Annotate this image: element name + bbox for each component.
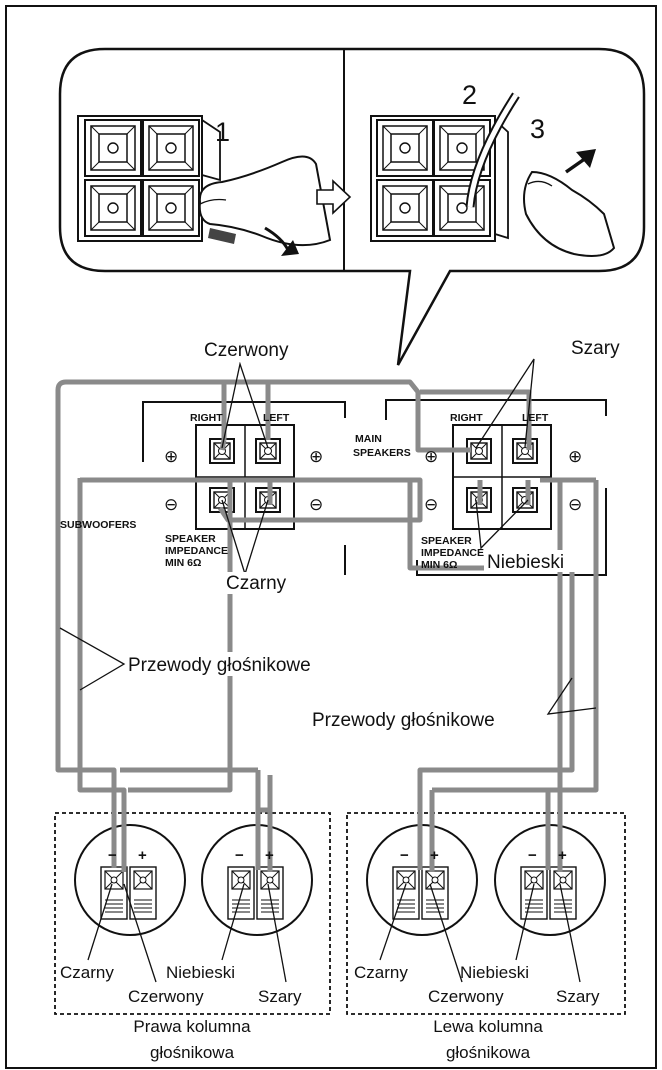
sub-right-label: RIGHT — [190, 412, 223, 424]
sub-impedance-line3: MIN 6Ω — [165, 557, 201, 569]
wire-left-black — [407, 480, 575, 870]
ls-label-black: Czarny — [354, 963, 408, 982]
left-speaker-caption-2: głośnikowa — [446, 1043, 531, 1062]
ls-tweeter-minus: − — [528, 847, 537, 864]
rs-tweeter-plus: + — [265, 847, 274, 864]
main-label-line1: MAIN — [355, 433, 382, 445]
main-plus-right-icon: ⊕ — [424, 447, 438, 467]
step1-number: 1 — [215, 117, 230, 147]
rs-woofer-plus: + — [138, 847, 147, 864]
step2-number: 2 — [462, 80, 477, 110]
wire-right-red — [77, 478, 127, 872]
callout-lines — [59, 358, 597, 983]
subwoofers-label: SUBWOOFERS — [60, 519, 136, 531]
speaker-wires — [55, 379, 599, 872]
sub-impedance-line1: SPEAKER — [165, 533, 216, 545]
left-speaker-box — [346, 812, 626, 1015]
sub-left-label: LEFT — [263, 412, 290, 424]
wire-main-grey-loop — [66, 379, 471, 453]
ls-label-blue: Niebieski — [460, 963, 529, 982]
main-impedance-line1: SPEAKER — [421, 535, 472, 547]
sub-impedance-line2: IMPEDANCE — [165, 545, 228, 557]
rs-woofer-minus: − — [108, 847, 117, 864]
main-impedance-line3: MIN 6Ω — [421, 559, 457, 571]
label-grey-top: Szary — [571, 338, 620, 359]
sub-minus-right-icon: ⊖ — [164, 495, 178, 515]
ls-woofer-minus: − — [400, 847, 409, 864]
left-speaker-caption-1: Lewa kolumna — [433, 1017, 543, 1036]
main-minus-left-icon: ⊖ — [568, 495, 582, 515]
rear-panel — [142, 399, 607, 576]
ls-label-red: Czerwony — [428, 987, 504, 1006]
right-speaker-box — [54, 812, 331, 1015]
step3-finger-icon — [523, 170, 616, 257]
step3-arrowhead-icon — [576, 149, 596, 168]
label-wires-right: Przewody głośnikowe — [312, 710, 495, 731]
step1-finger-icon — [198, 155, 332, 247]
main-impedance-line2: IMPEDANCE — [421, 547, 484, 559]
step1-terminal-block — [77, 115, 221, 242]
rs-label-grey: Szary — [258, 987, 302, 1006]
step3-number: 3 — [530, 114, 545, 144]
right-speaker-caption-1: Prawa kolumna — [133, 1017, 251, 1036]
rs-tweeter-minus: − — [235, 847, 244, 864]
label-blue-mid: Niebieski — [487, 552, 564, 573]
label-wires-left: Przewody głośnikowe — [128, 655, 311, 676]
sub-minus-left-icon: ⊖ — [309, 495, 323, 515]
wire-sub-black — [80, 477, 423, 523]
main-minus-right-icon: ⊖ — [424, 495, 438, 515]
step3-arrow-icon — [564, 156, 588, 174]
step1-arrow-icon — [264, 226, 290, 251]
rs-label-blue: Niebieski — [166, 963, 235, 982]
rs-label-black: Czarny — [60, 963, 114, 982]
ls-label-grey: Szary — [556, 987, 600, 1006]
main-label-line2: SPEAKERS — [353, 447, 411, 459]
step2-terminal-block — [370, 115, 509, 242]
sub-plus-left-icon: ⊕ — [309, 447, 323, 467]
right-speaker-caption-2: głośnikowa — [150, 1043, 235, 1062]
outer-frame — [5, 5, 657, 1069]
sub-plus-right-icon: ⊕ — [164, 447, 178, 467]
wire-left-blue — [545, 480, 599, 870]
next-step-arrow-icon — [316, 179, 352, 215]
rs-label-red: Czerwony — [128, 987, 204, 1006]
label-black-mid: Czarny — [226, 573, 287, 594]
main-right-label: RIGHT — [450, 412, 483, 424]
ls-woofer-plus: + — [430, 847, 439, 864]
ls-tweeter-plus: + — [558, 847, 567, 864]
main-plus-left-icon: ⊕ — [568, 447, 582, 467]
wire-right-black — [55, 390, 117, 868]
step1-arrowhead-icon — [281, 240, 299, 256]
main-left-label: LEFT — [522, 412, 549, 424]
label-red-top: Czerwony — [204, 340, 289, 361]
